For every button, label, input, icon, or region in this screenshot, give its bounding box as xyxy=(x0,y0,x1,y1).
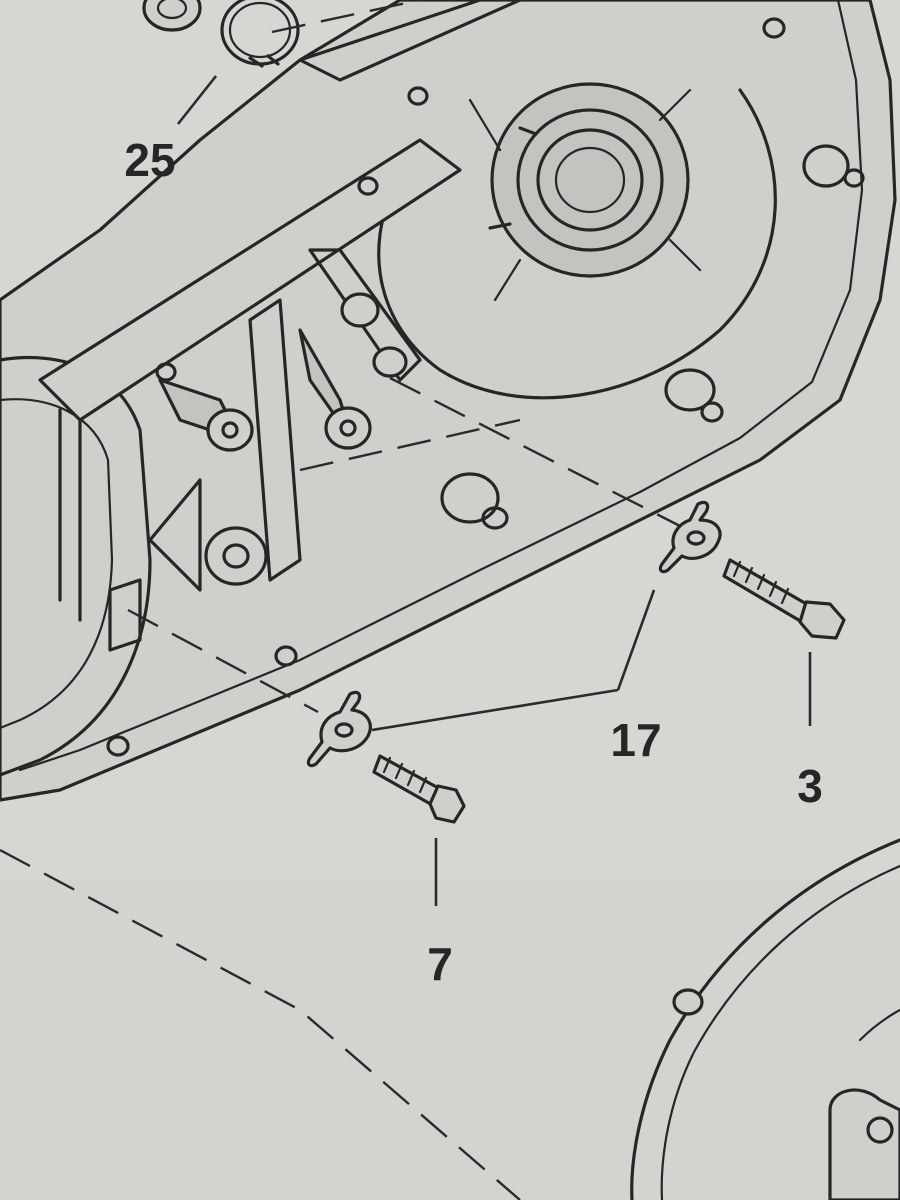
clip-upper-body xyxy=(658,500,722,574)
lower-boss xyxy=(204,526,268,586)
paper-shadow xyxy=(0,880,900,1200)
leader-25 xyxy=(176,75,218,125)
boss-3-hole xyxy=(843,168,865,188)
bolt-upper xyxy=(722,558,846,640)
cover-detail xyxy=(858,1008,900,1042)
callout-25: 25 xyxy=(124,134,175,186)
retaining-ring-ears xyxy=(248,54,280,68)
cover-outer-edge xyxy=(630,838,900,1200)
bearing-boss-outer xyxy=(490,82,690,278)
centerline-boss xyxy=(299,418,521,472)
clip-upper-hole xyxy=(686,530,706,546)
support-post-left-hole xyxy=(221,421,239,439)
cover-bolt-hole xyxy=(672,988,704,1016)
housing-flange-inner-edge xyxy=(18,0,864,772)
bolt-upper-head xyxy=(798,600,846,640)
callout-7: 7 xyxy=(427,938,453,990)
lower-boss-hole xyxy=(222,543,250,569)
rear-compartment-ring xyxy=(0,355,152,777)
boss-1-hole xyxy=(481,506,509,530)
boss-3 xyxy=(802,144,850,188)
cover-boss-hole xyxy=(866,1116,894,1144)
housing-arm-upper xyxy=(38,138,462,422)
housing-arm-web xyxy=(58,408,82,622)
small-tab xyxy=(108,578,142,652)
small-lug-a xyxy=(340,292,380,328)
flange-bosses xyxy=(106,17,865,757)
flange-hole-c xyxy=(155,362,177,382)
bolt-lower-head xyxy=(428,784,466,824)
clip-upper xyxy=(658,500,722,574)
retaining-ring-group xyxy=(142,0,300,68)
clip-lower-hole xyxy=(334,722,354,738)
boss-ribs xyxy=(468,88,702,302)
support-post-left-top xyxy=(206,408,254,452)
flange-hole-e xyxy=(407,86,429,106)
centerline-upper-bolt xyxy=(389,376,681,528)
vertical-strut xyxy=(248,298,302,582)
centerline-lower-bolt xyxy=(127,608,319,714)
bolt-lower-threads xyxy=(382,756,428,794)
boss-2 xyxy=(664,368,716,412)
cover-boss xyxy=(828,1088,900,1200)
support-post-mid-top xyxy=(324,406,372,450)
bearing-bore-inner xyxy=(554,146,626,214)
bearing-partial xyxy=(142,0,202,32)
bearing-partial-inner xyxy=(156,0,188,20)
cover-inner-edge xyxy=(660,864,900,1200)
centerline-ring xyxy=(271,0,421,34)
assembly-center-lines xyxy=(0,0,681,1200)
boss-dowels xyxy=(488,126,538,230)
rear-compartment-ring-inner xyxy=(0,398,114,730)
clip-lower-body xyxy=(306,690,372,768)
clip-lower xyxy=(306,690,372,768)
bearing-boss-ring xyxy=(516,108,664,252)
flange-hole-d xyxy=(357,176,379,196)
boss-1 xyxy=(440,472,500,524)
boss-2-hole xyxy=(700,401,724,423)
cavity-outline xyxy=(377,88,777,400)
boss-4-hole xyxy=(762,17,786,39)
bolt-lower xyxy=(372,754,466,824)
callout-17: 17 xyxy=(610,714,661,766)
inner-primary-housing xyxy=(0,0,897,802)
small-lug-b xyxy=(372,346,408,378)
centerline-cover xyxy=(0,848,521,1200)
flange-hole-a xyxy=(274,645,298,667)
support-post-mid-hole xyxy=(339,419,357,437)
triangle-web xyxy=(148,478,202,592)
leader-lines xyxy=(176,75,812,906)
leader-17 xyxy=(371,589,656,732)
housing-top-rib xyxy=(298,0,522,82)
retaining-ring-inner xyxy=(228,1,292,59)
diagonal-strut xyxy=(308,248,422,382)
bolt-upper-threads xyxy=(732,560,790,605)
outer-primary-cover xyxy=(630,838,900,1200)
bearing-bore xyxy=(536,128,644,232)
callout-3: 3 xyxy=(797,760,823,812)
flange-hole-b xyxy=(106,735,130,757)
